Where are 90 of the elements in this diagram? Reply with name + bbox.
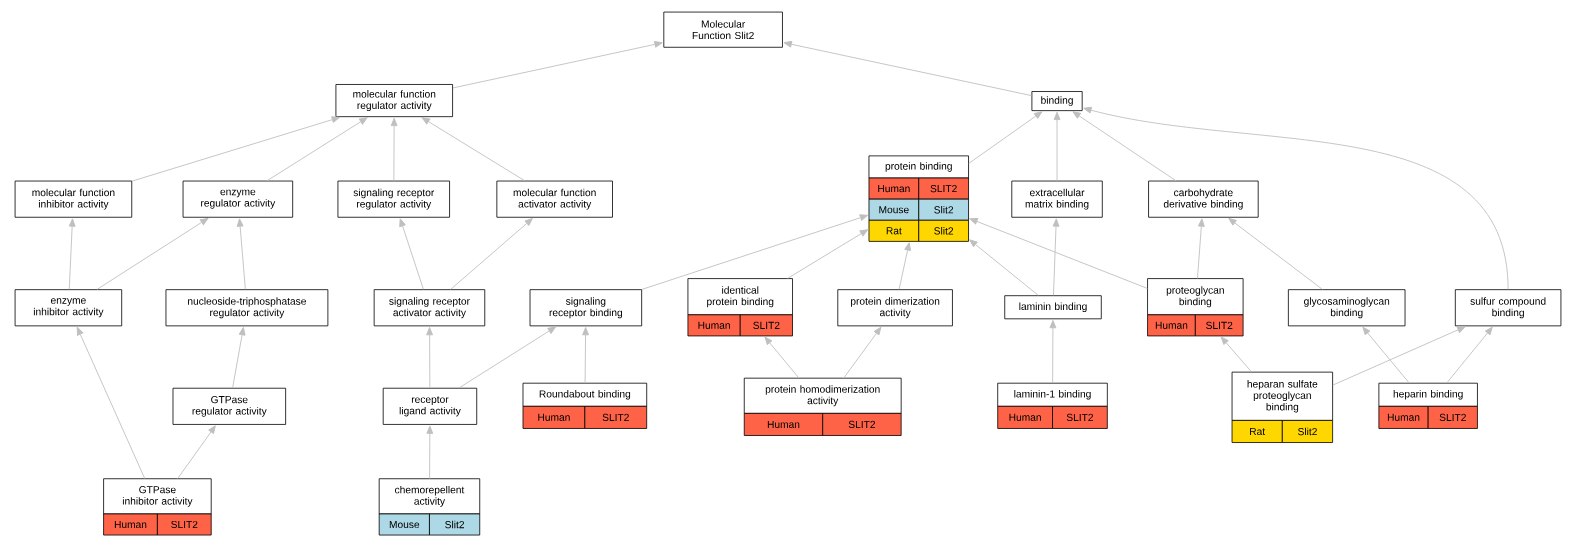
table-cell: Mouse xyxy=(378,513,430,536)
table-cell: Slit2 xyxy=(429,513,481,536)
table-cell: SLIT2 xyxy=(157,513,212,536)
term-box: laminin binding xyxy=(1004,295,1102,320)
table-cell: Slit2 xyxy=(918,219,969,242)
table-cell: SLIT2 xyxy=(1052,405,1108,429)
arrow xyxy=(969,239,1039,296)
term-box: identical protein binding xyxy=(687,278,793,316)
arrow xyxy=(96,217,209,290)
term-box: receptor ligand activity xyxy=(382,387,478,425)
arrow xyxy=(641,214,869,290)
term-box: sulfur compound binding xyxy=(1454,289,1562,327)
arrow xyxy=(783,40,1032,97)
table-cell: Human xyxy=(1147,314,1196,337)
table-cell: Human xyxy=(103,513,158,536)
table-cell: Rat xyxy=(1231,420,1283,443)
arrow xyxy=(232,327,246,389)
term-box: molecular function regulator activity xyxy=(335,84,453,118)
term-box: binding xyxy=(1031,91,1083,112)
arrow xyxy=(968,111,1043,164)
arrow xyxy=(1083,106,1509,290)
term-box: molecular function inhibitor activity xyxy=(14,180,133,218)
term-box: Roundabout binding xyxy=(522,382,648,407)
arrow xyxy=(1052,218,1060,296)
arrow xyxy=(452,41,663,89)
table-cell: Rat xyxy=(868,219,920,242)
table-cell: SLIT2 xyxy=(739,314,793,337)
table-cell: SLIT2 xyxy=(584,405,648,429)
arrow xyxy=(177,425,216,479)
arrow xyxy=(1197,218,1205,279)
table-cell: Human xyxy=(868,177,920,200)
arrow xyxy=(1332,326,1466,386)
term-box: enzyme regulator activity xyxy=(182,180,294,218)
arrow xyxy=(426,425,434,479)
arrow xyxy=(236,218,246,290)
arrow xyxy=(1446,326,1493,384)
term-box: heparan sulfate proteoglycan binding xyxy=(1231,371,1333,421)
arrow xyxy=(399,218,424,290)
table-cell: Human xyxy=(522,405,586,429)
arrow xyxy=(1362,326,1410,384)
arrow xyxy=(426,327,433,389)
arrow xyxy=(764,336,800,379)
table-cell: Human xyxy=(1378,405,1429,429)
arrow xyxy=(421,117,526,182)
term-box: molecular function activator activity xyxy=(496,180,613,218)
arrow xyxy=(1228,217,1323,290)
table-cell: Human xyxy=(743,412,824,436)
term-box: heparin binding xyxy=(1378,382,1478,407)
arrow xyxy=(1072,111,1177,182)
term-box: protein binding xyxy=(868,155,969,179)
term-box: signaling receptor activator activity xyxy=(373,289,486,327)
arrow xyxy=(843,326,882,379)
table-cell: SLIT2 xyxy=(822,412,902,436)
arrow xyxy=(898,242,911,290)
term-box: signaling receptor regulator activity xyxy=(337,180,450,218)
arrow xyxy=(450,218,533,290)
term-box: protein dimerization activity xyxy=(837,289,953,327)
arrow xyxy=(1053,111,1061,182)
arrow xyxy=(68,218,76,290)
arrow xyxy=(1220,336,1252,373)
arrow xyxy=(131,116,340,182)
arrow xyxy=(76,326,146,479)
table-cell: SLIT2 xyxy=(1194,314,1244,337)
arrow xyxy=(458,326,557,389)
table-cell: Human xyxy=(687,314,741,337)
term-box: Molecular Function Slit2 xyxy=(663,11,783,48)
term-box: nucleoside-triphosphatase regulator activity xyxy=(165,289,329,327)
term-box: laminin-1 binding xyxy=(997,382,1108,407)
term-box: GTPase inhibitor activity xyxy=(103,478,212,515)
arrow xyxy=(390,117,398,182)
term-box: signaling receptor binding xyxy=(529,289,643,327)
arrow xyxy=(266,117,368,182)
term-box: glycosaminoglycan binding xyxy=(1287,289,1406,327)
term-box: enzyme inhibitor activity xyxy=(14,289,123,327)
table-cell: Mouse xyxy=(868,198,920,221)
term-box: proteoglycan binding xyxy=(1147,278,1244,316)
term-box: protein homodimerization activity xyxy=(743,377,902,414)
table-cell: Slit2 xyxy=(1281,420,1333,443)
arrow xyxy=(787,229,869,279)
arrow xyxy=(969,218,1148,289)
table-cell: Human xyxy=(997,405,1053,429)
table-cell: SLIT2 xyxy=(918,177,969,200)
term-box: chemorepellent activity xyxy=(378,478,481,515)
term-box: carbohydrate derivative binding xyxy=(1148,180,1259,218)
term-box: GTPase regulator activity xyxy=(172,387,287,425)
term-box: extracellular matrix binding xyxy=(1011,180,1103,218)
arrow xyxy=(582,327,589,384)
table-cell: Slit2 xyxy=(918,198,969,221)
arrow xyxy=(1049,320,1057,384)
table-cell: SLIT2 xyxy=(1427,405,1478,429)
